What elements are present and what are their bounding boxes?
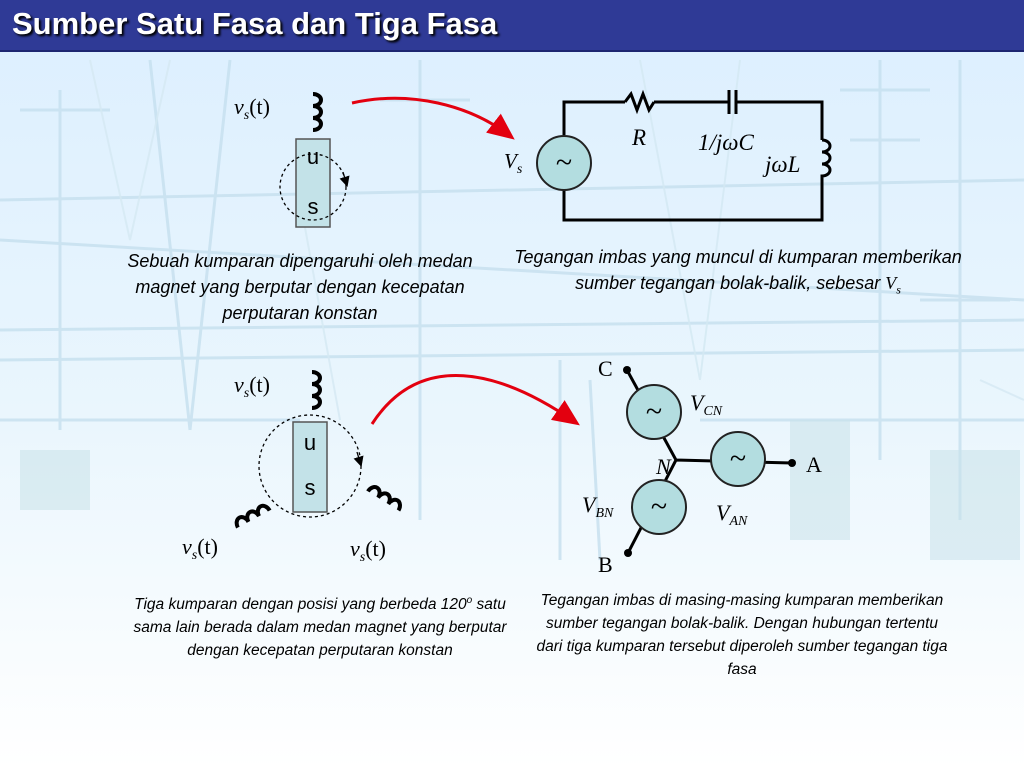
ac-source-symbol: ~ (730, 442, 746, 475)
ac-source-icon (626, 384, 682, 440)
rotor-pole-top: u (307, 144, 319, 169)
rotation-arrow-icon (339, 171, 350, 187)
terminal-b (624, 549, 632, 557)
inductor-icon (820, 138, 832, 185)
rotor-pole-bottom: s (305, 475, 316, 500)
rotor-magnet (292, 421, 328, 513)
three-phase-caption: Tiga kumparan dengan posisi yang berbeda… (133, 595, 507, 660)
inductor-coil-icon (311, 370, 322, 410)
ac-source-symbol: ~ (556, 146, 572, 179)
circuit-wire (562, 100, 824, 222)
title-bar: Sumber Satu Fasa dan Tiga Fasa (0, 0, 1024, 52)
circuit-caption-var: Vs (885, 273, 901, 297)
transition-arrow-2 (370, 374, 580, 426)
resistor-label: R (631, 125, 646, 150)
rotor-pole-top: u (304, 430, 316, 455)
node-a-label: A (806, 452, 822, 477)
ac-source-icon (710, 431, 766, 487)
inductor-coil-icon (234, 503, 272, 529)
van-label: VAN (716, 500, 748, 529)
coil-voltage-label: vs(t) (234, 94, 270, 123)
circuit-caption: Tegangan imbas yang muncul di kumparan m… (508, 244, 968, 303)
inductor-coil-icon (366, 485, 402, 512)
ac-source-symbol: ~ (646, 395, 662, 428)
coil-voltage-label-left: vs(t) (182, 534, 218, 563)
source-voltage-label: Vs (504, 149, 523, 177)
capacitor-label: 1/jωC (698, 130, 755, 155)
wye-three-phase-source: ~ ~ ~ C A B N VCN VAN VBN (582, 356, 822, 577)
neutral-label: N (655, 454, 672, 479)
coil-voltage-label-right: vs(t) (350, 536, 386, 565)
rotation-arrow-icon (353, 451, 364, 467)
single-phase-generator: u s vs(t) (234, 92, 350, 228)
rotation-path (279, 153, 347, 221)
ac-source-symbol: ~ (651, 490, 667, 523)
node-b-label: B (598, 552, 613, 577)
rotor-magnet (295, 138, 331, 228)
single-phase-caption: Sebuah kumparan dipengaruhi oleh medan m… (127, 251, 473, 323)
three-phase-generator: u s vs(t) vs(t) vs(t) (182, 370, 402, 565)
inductor-label: jωL (762, 152, 800, 177)
ac-source-icon (631, 479, 687, 535)
inductor-coil-icon (312, 92, 323, 132)
resistor-icon (623, 89, 656, 115)
node-c-label: C (598, 356, 613, 381)
vbn-label: VBN (582, 492, 614, 521)
coil-voltage-label-top: vs(t) (234, 372, 270, 401)
terminal-a (788, 459, 796, 467)
circuit-caption-text: Tegangan imbas yang muncul di kumparan m… (514, 247, 962, 293)
vcn-label: VCN (690, 390, 723, 419)
terminal-c (623, 366, 631, 374)
slide-title: Sumber Satu Fasa dan Tiga Fasa (12, 6, 498, 41)
ac-source-icon (536, 135, 592, 191)
wye-caption: Tegangan imbas di masing-masing kumparan… (536, 592, 948, 678)
transition-arrow-1 (351, 96, 515, 140)
rotor-pole-bottom: s (308, 194, 319, 219)
ac-circuit: ~ Vs R 1/jωC jωL (504, 89, 832, 222)
